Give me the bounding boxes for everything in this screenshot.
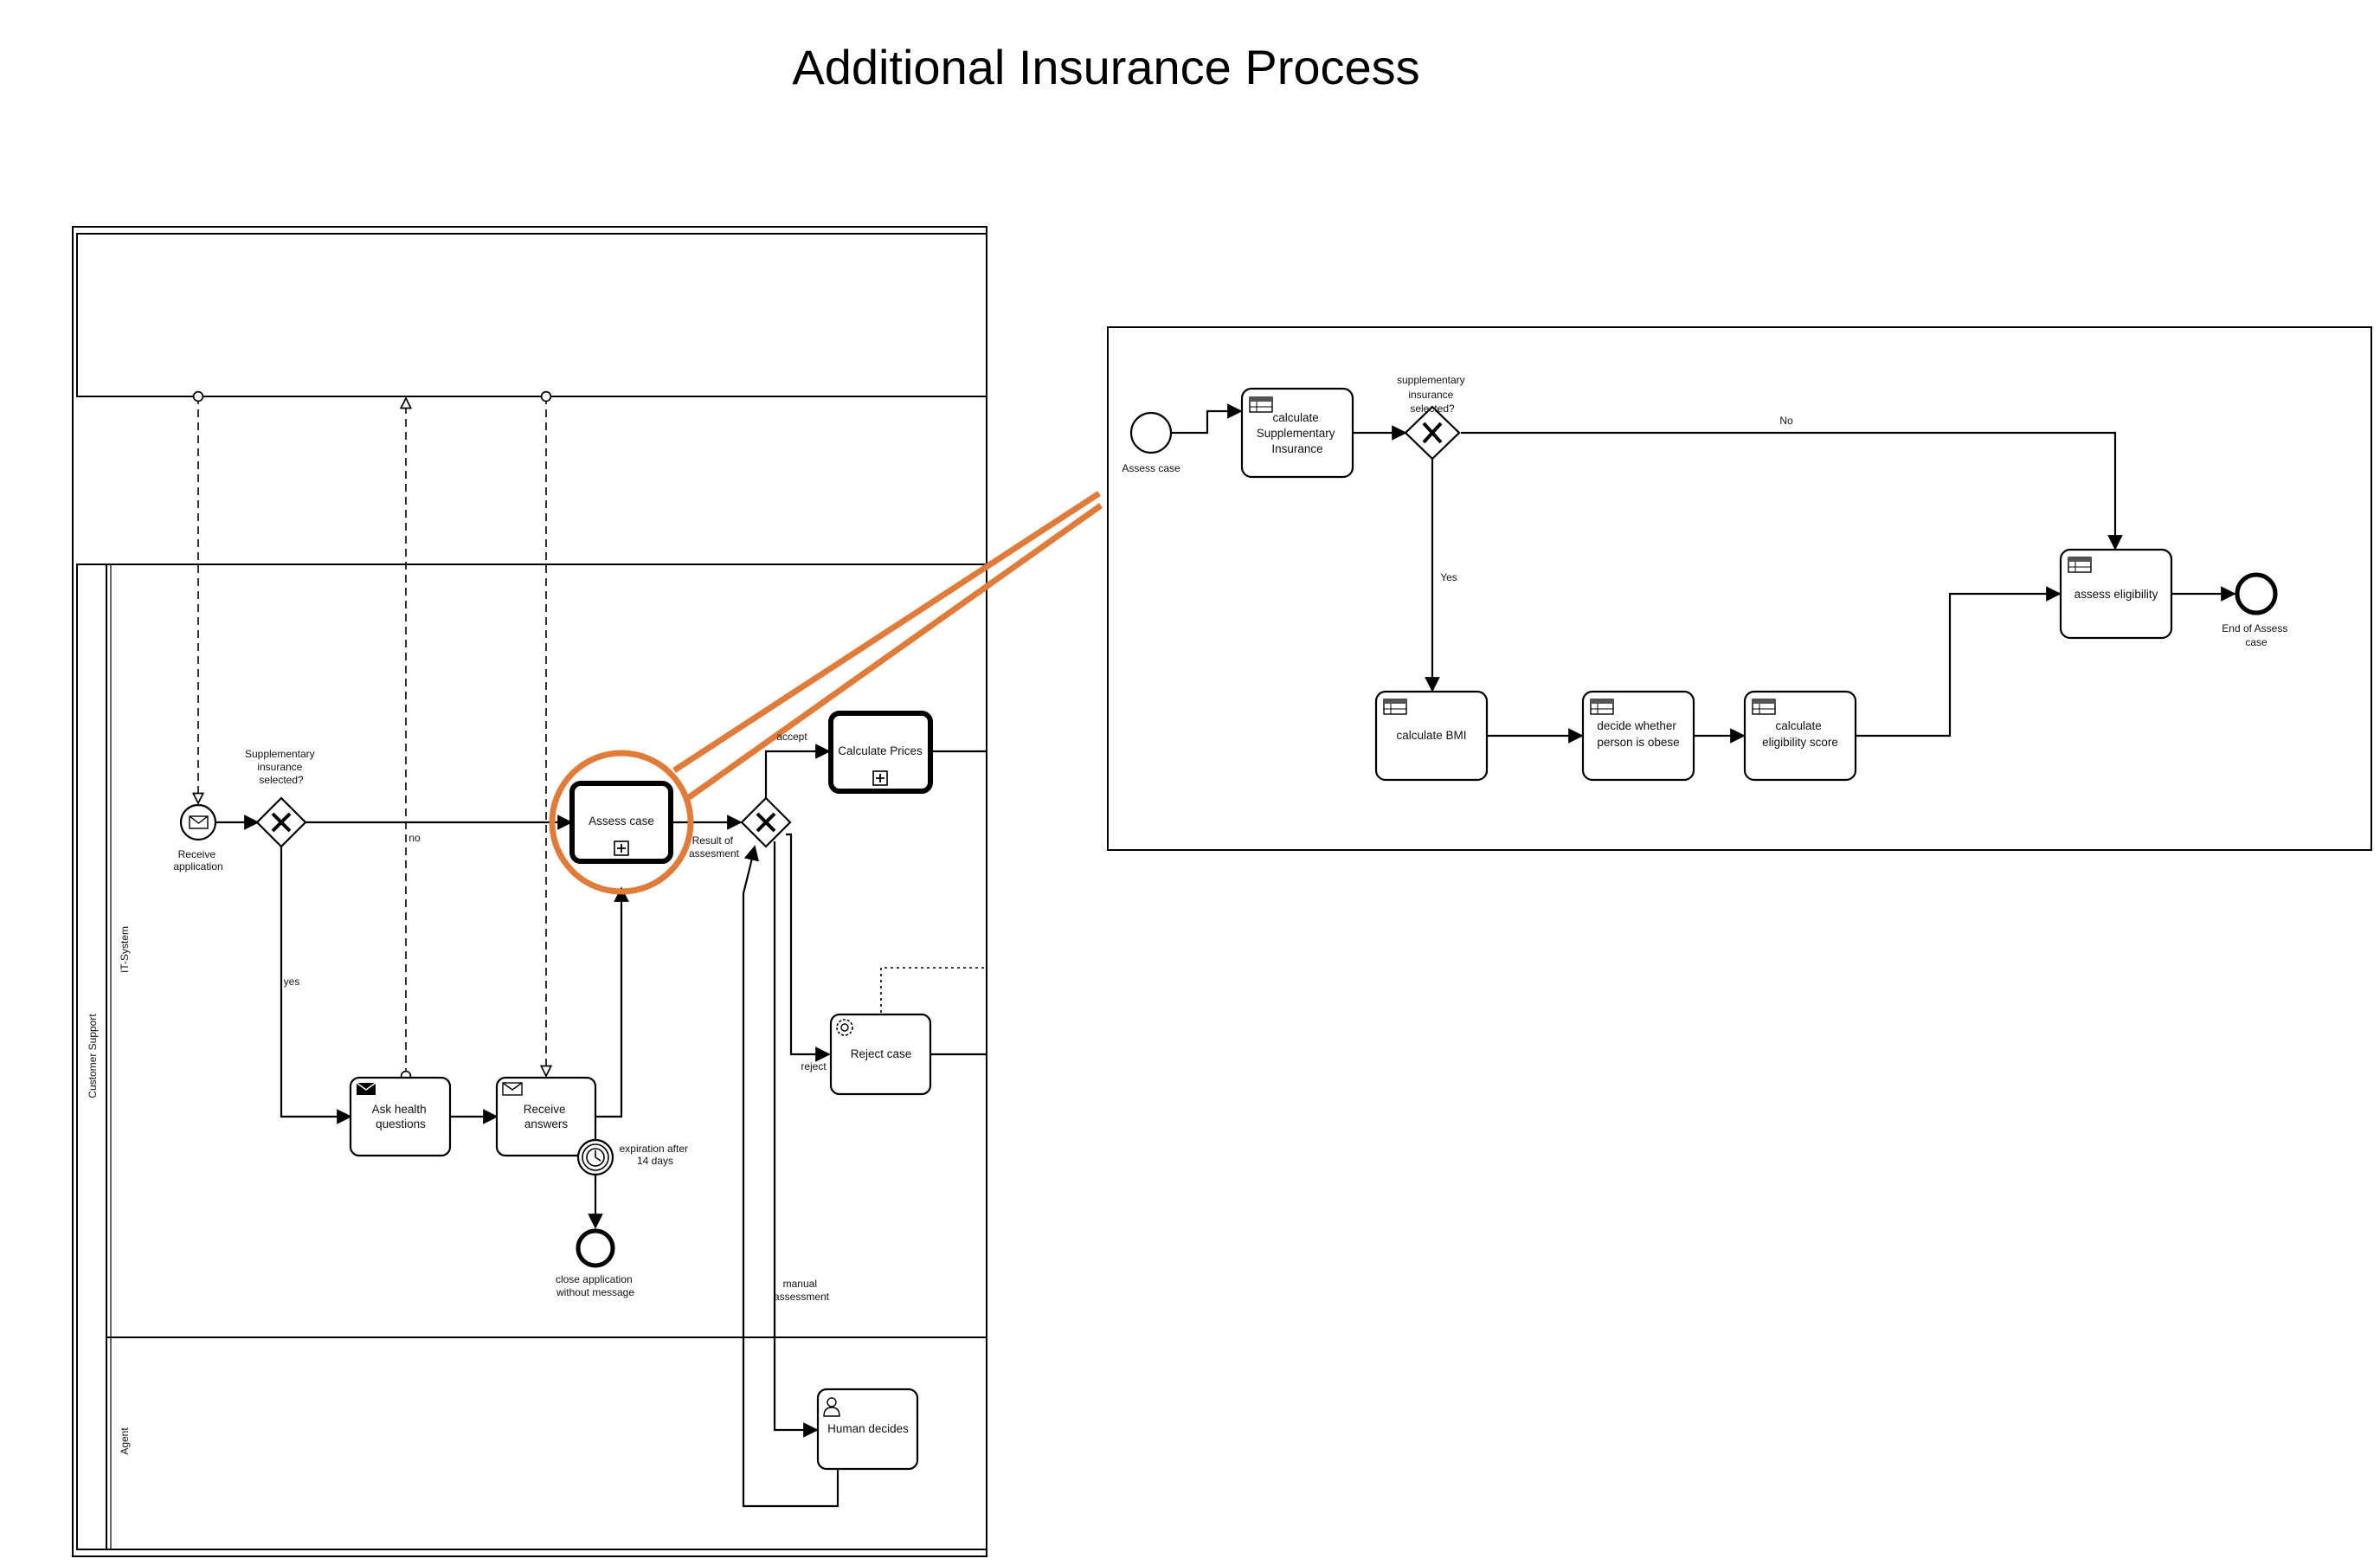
- envelope-icon: [189, 815, 209, 829]
- sub-task-calculate-supplementary[interactable]: calculate Supplementary Insurance: [1240, 387, 1354, 479]
- timer-icon: [586, 1148, 605, 1167]
- sub-end-label: End of Assess case: [2222, 622, 2290, 648]
- flow-reject: [786, 833, 831, 1062]
- flow-label-no: no: [408, 832, 421, 844]
- timer-boundary-event[interactable]: [576, 1138, 614, 1176]
- sub-task-calc-bmi-label: calculate BMI: [1396, 729, 1466, 742]
- lane-label-customer-support: Customer Support: [87, 1014, 99, 1098]
- sub-task-calc-score-label: calculate eligibility score: [1762, 719, 1838, 749]
- flow-human-back: [742, 845, 839, 1508]
- gateway-result-of-assessment[interactable]: [740, 796, 792, 848]
- task-human-decides[interactable]: Human decides: [816, 1388, 919, 1471]
- sub-task-calculate-bmi[interactable]: calculate BMI: [1374, 690, 1489, 782]
- task-calculate-prices-label: Calculate Prices: [838, 744, 923, 757]
- lane-label-it-system: IT-System: [119, 926, 131, 973]
- flow-gateway-yes: [280, 846, 352, 1124]
- sub-task-decide-obese-label: decide whether person is obese: [1597, 719, 1679, 749]
- task-human-decides-label: Human decides: [827, 1422, 909, 1435]
- flow-label-reject: reject: [801, 1060, 827, 1072]
- plus-square-icon: [614, 840, 629, 856]
- main-process: Customer Support IT-System Agent: [72, 226, 1103, 1557]
- sub-start-event[interactable]: [1129, 411, 1173, 454]
- sub-end-event[interactable]: [2235, 572, 2278, 615]
- sub-task-calc-supp-label: calculate Supplementary Insurance: [1257, 411, 1339, 455]
- table-icon: [2068, 557, 2092, 573]
- end-event-label: close application without message: [556, 1273, 635, 1298]
- flow-label-accept: accept: [776, 731, 807, 743]
- task-receive-answers-label: Receive answers: [524, 1103, 569, 1130]
- end-event-close-application[interactable]: [576, 1228, 615, 1268]
- outer-frame: [72, 226, 987, 1557]
- x-icon: [1422, 422, 1443, 444]
- table-icon: [1383, 699, 1407, 715]
- sub-task-assess-eligibility[interactable]: assess eligibility: [2059, 548, 2173, 640]
- external-pool: [76, 233, 987, 397]
- sub-task-assess-elig-label: assess eligibility: [2074, 588, 2158, 601]
- user-icon: [823, 1397, 840, 1417]
- sub-start-label: Assess case: [1122, 462, 1180, 474]
- envelope-icon: [356, 1082, 376, 1095]
- x-icon: [756, 812, 776, 833]
- subprocess-frame: [1107, 326, 2372, 851]
- task-reject-case[interactable]: Reject case: [829, 1013, 932, 1096]
- association-reject: [880, 967, 987, 1013]
- flow-manual: [773, 841, 819, 1438]
- subprocess-detail: Assess case calculate Supplementary Insu…: [1107, 326, 2372, 851]
- flow-label-manual: manual assessment: [774, 1278, 830, 1303]
- sub-flow-gw-no: [1461, 431, 2123, 551]
- flow-receive-to-assess: [595, 886, 629, 1118]
- customer-support-pool: [76, 564, 987, 1550]
- x-icon: [271, 812, 292, 833]
- task-receive-answers[interactable]: Receive answers: [495, 1076, 597, 1157]
- sub-gateway-supplementary[interactable]: [1404, 405, 1461, 460]
- highlight-zoom: [549, 491, 1103, 895]
- sub-flow-label-yes: Yes: [1440, 571, 1457, 583]
- plus-square-icon: [872, 770, 888, 786]
- sub-flow-start-to-calc: [1172, 403, 1243, 435]
- sub-flow-score-to-assess: [1856, 586, 2062, 737]
- task-ask-health-questions[interactable]: Ask health questions: [349, 1076, 452, 1157]
- sub-task-calculate-eligibility-score[interactable]: calculate eligibility score: [1743, 690, 1857, 782]
- timer-label: expiration after 14 days: [620, 1143, 691, 1167]
- gateway-result-label: Result of assesment: [689, 834, 740, 860]
- table-icon: [1249, 396, 1273, 413]
- flow-accept: [764, 744, 831, 798]
- sub-task-decide-obese[interactable]: decide whether person is obese: [1581, 690, 1695, 782]
- start-event-receive-application[interactable]: [179, 803, 217, 841]
- sub-gateway-label: supplementary insurance selected?: [1397, 374, 1468, 415]
- gateway-supplementary-insurance[interactable]: [255, 796, 307, 848]
- envelope-icon: [502, 1082, 523, 1096]
- table-icon: [1752, 699, 1776, 715]
- task-calculate-prices[interactable]: Calculate Prices: [828, 711, 933, 794]
- task-assess-case[interactable]: Assess case: [569, 781, 673, 864]
- page-title: Additional Insurance Process: [792, 40, 1419, 94]
- gear-icon: [836, 1019, 853, 1036]
- task-assess-case-label: Assess case: [589, 815, 654, 828]
- task-ask-health-label: Ask health questions: [372, 1103, 430, 1130]
- gateway-supplementary-label: Supplementary insurance selected?: [245, 748, 318, 786]
- task-reject-case-label: Reject case: [851, 1047, 912, 1060]
- sub-flow-label-no: No: [1779, 415, 1793, 427]
- flow-label-yes: yes: [284, 976, 300, 988]
- table-icon: [1590, 699, 1614, 715]
- lane-label-agent: Agent: [119, 1427, 131, 1455]
- start-event-label: Receive application: [173, 848, 222, 873]
